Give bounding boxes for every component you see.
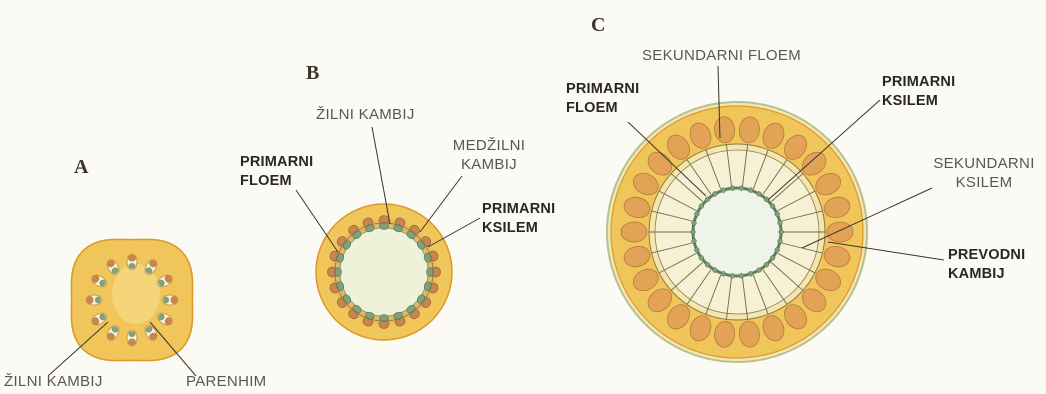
label-c-sekundarni-ksilem-line1: SEKUNDARNI: [928, 154, 1040, 173]
primary-xylem-dot: [692, 239, 697, 244]
pith-b: [340, 228, 428, 316]
primary-xylem-dot: [775, 212, 780, 217]
bundle-xylem: [163, 297, 169, 304]
section-a: [48, 239, 196, 376]
primary-xylem-dot: [713, 192, 718, 197]
label-c-primarni-floem-line2: FLOEM: [566, 99, 639, 118]
leader-b-primarni-floem: [296, 190, 338, 252]
primary-xylem-dot: [778, 221, 783, 226]
vascular-bundle-a: [86, 295, 102, 305]
bundle-phloem: [87, 296, 94, 304]
primary-xylem-dot: [739, 273, 744, 278]
bundle-xylem: [427, 268, 434, 277]
label-b-primarni-ksilem: PRIMARNI KSILEM: [482, 200, 555, 238]
label-c-sekundarni-ksilem: SEKUNDARNI KSILEM: [928, 154, 1040, 192]
primary-xylem-dot: [764, 262, 769, 267]
vascular-bundle-a: [127, 254, 137, 270]
primary-xylem-dot: [748, 271, 753, 276]
bundle-xylem: [380, 315, 389, 322]
label-b-medzilni-line1: MEDŽILNI: [448, 136, 530, 155]
primary-xylem-dot: [705, 262, 710, 267]
leader-b-medzilni-kambij: [420, 176, 462, 232]
label-c-primarni-ksilem: PRIMARNI KSILEM: [882, 73, 955, 111]
label-c-sekundarni-ksilem-line2: KSILEM: [928, 173, 1040, 192]
label-b-primarni-ksilem-line2: KSILEM: [482, 219, 555, 238]
label-b-primarni-floem: PRIMARNI FLOEM: [240, 153, 313, 191]
label-b-primarni-floem-line1: PRIMARNI: [240, 153, 313, 172]
primary-xylem-dot: [699, 256, 704, 261]
label-b-primarni-ksilem-line1: PRIMARNI: [482, 200, 555, 219]
label-c-primarni-ksilem-line1: PRIMARNI: [882, 73, 955, 92]
secondary-phloem-lobe: [621, 222, 647, 242]
bundle-xylem: [129, 331, 136, 337]
primary-xylem-dot: [694, 248, 699, 253]
label-c-prevodni-kambij: PREVODNI KAMBIJ: [948, 246, 1025, 284]
secondary-phloem-lobe: [827, 222, 853, 242]
primary-xylem-dot: [770, 204, 775, 209]
bundle-xylem: [129, 263, 136, 269]
label-b-zilni-kambij: ŽILNI KAMBIJ: [316, 105, 415, 124]
bundle-xylem: [335, 268, 342, 277]
primary-xylem-dot: [775, 248, 780, 253]
primary-xylem-dot: [699, 204, 704, 209]
primary-xylem-dot: [739, 186, 744, 191]
primary-xylem-dot: [730, 273, 735, 278]
label-c-primarni-floem: PRIMARNI FLOEM: [566, 80, 639, 118]
primary-xylem-dot: [770, 256, 775, 261]
primary-xylem-dot: [778, 239, 783, 244]
label-b-medzilni-kambij: MEDŽILNI KAMBIJ: [448, 136, 530, 174]
label-a-zilni-kambij: ŽILNI KAMBIJ: [4, 372, 103, 391]
vascular-bundle-b: [379, 216, 389, 230]
primary-xylem-dot: [694, 212, 699, 217]
bundle-phloem: [128, 255, 136, 262]
label-c-prevodni-kambij-line1: PREVODNI: [948, 246, 1025, 265]
vascular-bundle-b: [379, 315, 389, 329]
primary-xylem-dot: [692, 221, 697, 226]
label-c-prevodni-kambij-line2: KAMBIJ: [948, 265, 1025, 284]
vascular-bundle-b: [328, 267, 342, 277]
primary-xylem-dot: [721, 188, 726, 193]
label-c-primarni-ksilem-line2: KSILEM: [882, 92, 955, 111]
bundle-phloem: [128, 339, 136, 346]
bundle-xylem: [95, 297, 101, 304]
bundle-phloem: [171, 296, 178, 304]
label-b-primarni-floem-line2: FLOEM: [240, 172, 313, 191]
primary-xylem-dot: [757, 192, 762, 197]
primary-xylem-dot: [721, 271, 726, 276]
primary-xylem-dot: [691, 230, 696, 235]
panel-a-letter: A: [74, 156, 88, 179]
primary-xylem-dot: [705, 197, 710, 202]
vascular-bundle-b: [427, 267, 441, 277]
label-c-sekundarni-floem: SEKUNDARNI FLOEM: [642, 46, 801, 65]
label-b-medzilni-line2: KAMBIJ: [448, 155, 530, 174]
panel-b-letter: B: [306, 62, 319, 85]
vascular-bundle-a: [162, 295, 178, 305]
primary-xylem-dot: [757, 268, 762, 273]
primary-xylem-dot: [779, 230, 784, 235]
vascular-bundle-a: [127, 330, 137, 346]
primary-xylem-dot: [748, 188, 753, 193]
primary-xylem-dot: [730, 186, 735, 191]
primary-xylem-dot: [713, 268, 718, 273]
panel-c-letter: C: [591, 14, 605, 37]
label-a-parenhim: PARENHIM: [186, 372, 266, 391]
label-c-primarni-floem-line1: PRIMARNI: [566, 80, 639, 99]
bundle-xylem: [380, 223, 389, 230]
